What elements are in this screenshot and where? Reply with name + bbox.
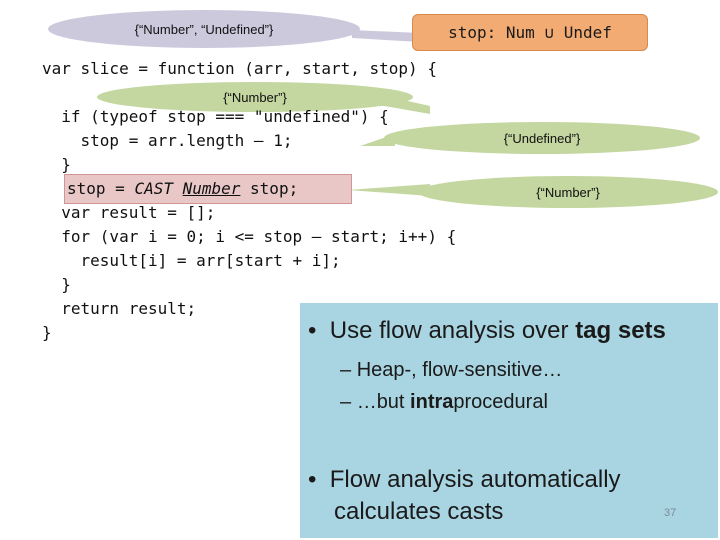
- bullet-2-line-1: Flow analysis automatically: [329, 466, 621, 493]
- tag-set-bubble-top: {“Number”, “Undefined”}: [48, 10, 360, 48]
- type-annotation-text: stop: Num ∪ Undef: [448, 23, 612, 42]
- cast-type: Number: [182, 179, 241, 198]
- tag-set-label: {“Number”}: [536, 184, 600, 200]
- code-line-5: stop = CAST Number stop;: [67, 177, 298, 201]
- code-line-4: }: [42, 155, 71, 174]
- tag-set-label: {“Undefined”}: [503, 130, 581, 146]
- code-cast-suffix: stop;: [240, 179, 299, 198]
- code-line-11: }: [42, 323, 52, 342]
- tag-set-bubble-after-cast: {“Number”}: [418, 176, 718, 208]
- tag-set-label: {“Number”, “Undefined”}: [134, 21, 274, 37]
- sub-bullet-1: – Heap-, flow-sensitive…: [340, 357, 562, 383]
- dash-mark: –: [340, 391, 352, 413]
- code-line-7: for (var i = 0; i <= stop – start; i++) …: [42, 227, 457, 246]
- callout-tail-after-cast: [348, 184, 430, 196]
- sub-bullet-2: – …but intraprocedural: [340, 389, 548, 415]
- code-cast-prefix: stop =: [67, 179, 135, 198]
- bullet-2-line-2: calculates casts: [334, 498, 504, 525]
- sub-bullet-2-prefix: …but: [356, 391, 411, 413]
- code-line-6: var result = [];: [42, 203, 216, 222]
- code-line-8: result[i] = arr[start + i];: [42, 251, 341, 270]
- bullet-mark: •: [308, 317, 317, 344]
- page-number: 37: [664, 507, 677, 519]
- bullet-2-continuation: calculates casts: [334, 497, 503, 527]
- callout-tail-top: [352, 30, 420, 42]
- bullet-2: • Flow analysis automatically: [308, 465, 621, 495]
- tag-set-bubble-after-if: {“Number”}: [97, 82, 413, 112]
- dash-mark: –: [340, 359, 352, 381]
- sub-bullet-1-text: Heap-, flow-sensitive…: [356, 359, 563, 381]
- bullet-1-text: Use flow analysis over: [329, 317, 576, 344]
- code-line-1: var slice = function (arr, start, stop) …: [42, 59, 437, 78]
- type-annotation-box: stop: Num ∪ Undef: [412, 14, 648, 51]
- code-line-2: if (typeof stop === "undefined") {: [42, 107, 389, 126]
- bullet-panel: • Use flow analysis over tag sets – Heap…: [300, 303, 718, 538]
- sub-bullet-2-bold: intra: [410, 391, 454, 413]
- sub-bullet-2-suffix: procedural: [453, 391, 548, 413]
- code-line-9: }: [42, 275, 71, 294]
- bullet-1-bold: tag sets: [575, 317, 666, 344]
- bullet-1: • Use flow analysis over tag sets: [308, 316, 666, 346]
- tag-set-bubble-in-if: {“Undefined”}: [384, 122, 700, 154]
- cast-keyword: CAST: [134, 179, 173, 198]
- bullet-mark: •: [308, 466, 317, 493]
- code-line-10: return result;: [42, 299, 197, 318]
- code-line-3: stop = arr.length – 1;: [42, 131, 293, 150]
- cast-line-highlight: [64, 174, 352, 204]
- tag-set-label: {“Number”}: [223, 89, 287, 105]
